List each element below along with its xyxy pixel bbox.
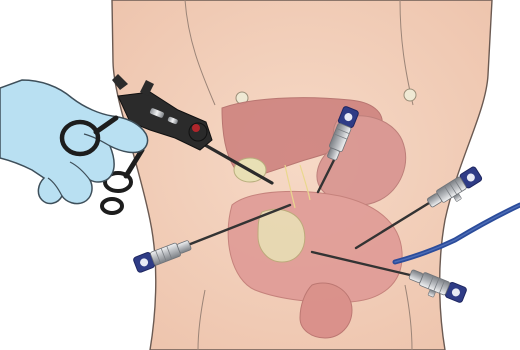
duodenum bbox=[258, 209, 305, 262]
colon bbox=[300, 283, 352, 338]
landmark-right bbox=[404, 89, 416, 101]
